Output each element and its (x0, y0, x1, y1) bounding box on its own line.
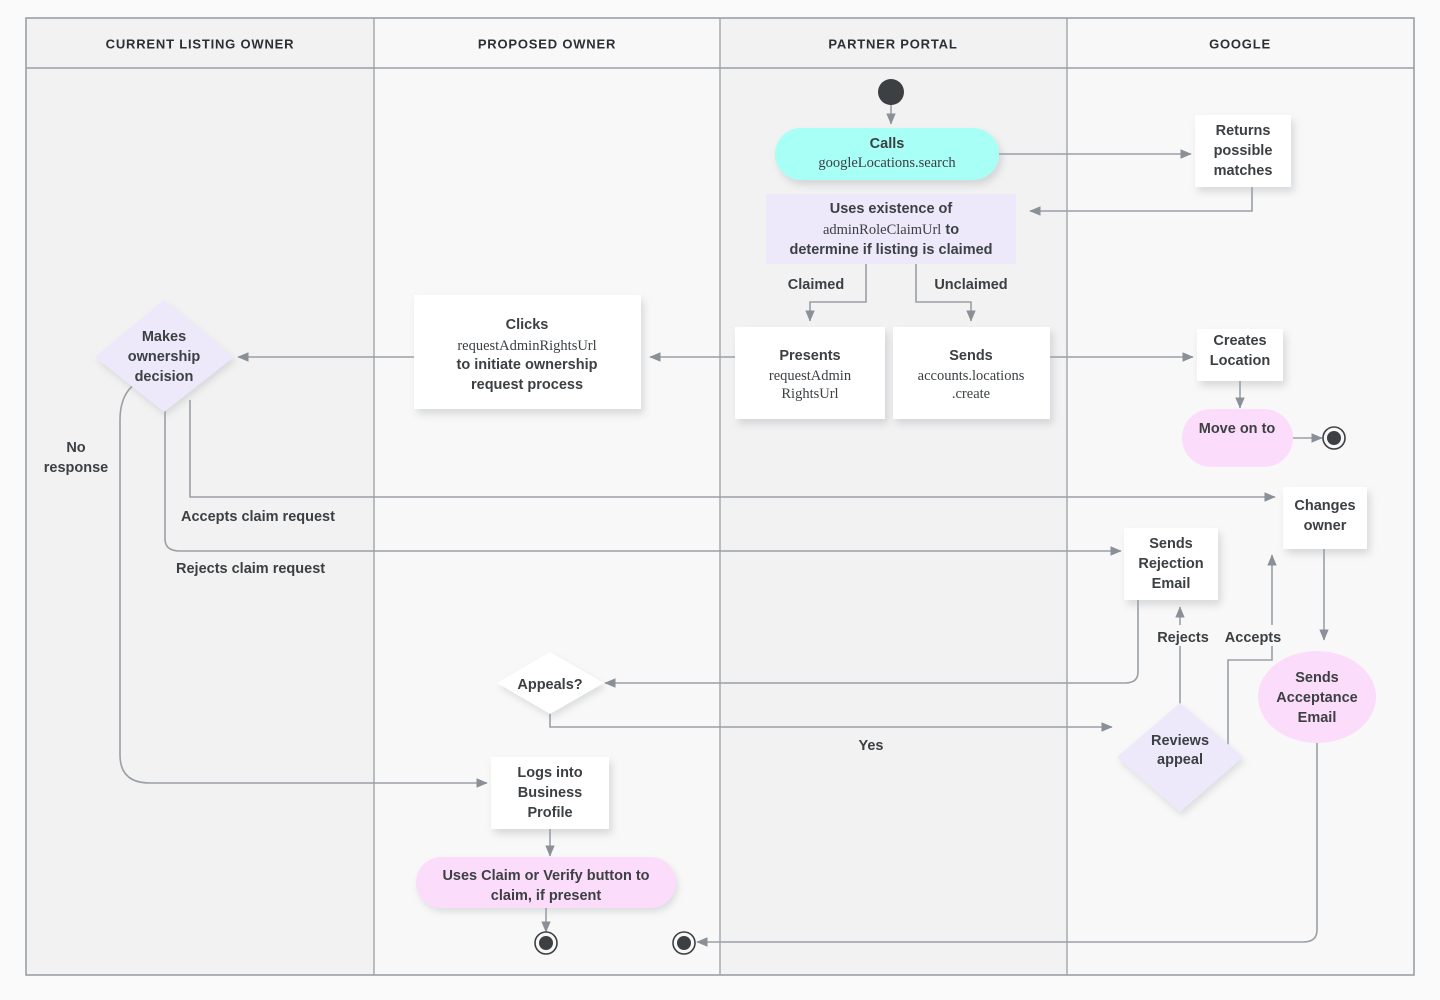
node-label-sends-create-line1: Sends (949, 348, 993, 364)
edge-appeals-yes-to-reviews (549, 712, 1113, 732)
end-node-core (677, 936, 691, 950)
node-label-creates-location-line1: Creates (1213, 333, 1266, 349)
node-label-returns-line2: possible (1214, 143, 1273, 159)
node-label-acceptance-line3: Email (1298, 710, 1337, 726)
node-label-creates-location-line2: Location (1210, 353, 1270, 369)
node-label-presents-line3: RightsUrl (781, 386, 838, 402)
node-label-sends-create-line2: accounts.locations (918, 368, 1025, 384)
edge-returns-to-uses-existence (1029, 186, 1253, 216)
edge-label-accepts: Accepts (1225, 630, 1281, 646)
edge-label-unclaimed: Unclaimed (934, 277, 1007, 293)
node-label-uses-existence-line3: determine if listing is claimed (789, 242, 992, 258)
end-node-ring (534, 931, 558, 955)
node-label-uses-existence-line1: Uses existence of (830, 201, 953, 217)
edge-label-yes: Yes (859, 738, 884, 754)
node-label-calls-line1: Calls (870, 136, 905, 152)
node-label-decision-line2: ownership (128, 349, 201, 365)
node-label-move-on-to: Move on to (1199, 421, 1276, 437)
node-label-clicks-line1: Clicks (506, 317, 549, 333)
node-label-appeals: Appeals? (517, 677, 582, 693)
node-changes-owner (1283, 487, 1367, 549)
node-returns-possible-matches (1195, 115, 1291, 187)
node-label-rejection-line3: Email (1152, 576, 1191, 592)
node-sends-acceptance-email (1258, 651, 1376, 743)
edge-label-rejects: Rejects (1157, 630, 1209, 646)
flow-connectors (119, 104, 1329, 947)
node-clicks-request-admin-rights-url (414, 295, 641, 409)
edge-label-group: Claimed Unclaimed No response Accepts cl… (44, 273, 1288, 754)
node-label-returns-line3: matches (1214, 163, 1273, 179)
node-logs-into-business-profile (491, 757, 609, 829)
node-label-clicks-line2: requestAdminRightsUrl (457, 338, 596, 354)
edge-uses-existence-unclaimed (915, 264, 976, 322)
node-creates-location (1197, 329, 1283, 381)
lane-title-google: GOOGLE (1209, 36, 1271, 51)
node-move-on-to (1182, 409, 1293, 467)
node-uses-existence-admin-role-claim-url (766, 194, 1016, 264)
node-start (878, 79, 904, 105)
node-label-reviews-line2: appeal (1157, 752, 1203, 768)
node-label-logs-line2: Business (518, 785, 582, 801)
end-node-core (539, 936, 553, 950)
edge-label-no-response-line2: response (44, 460, 108, 476)
edge-rejects-claim-to-rejection-email (164, 400, 1122, 556)
edge-label-no-response-line1: No (66, 440, 85, 456)
lane-title-proposed-owner: PROPOSED OWNER (478, 36, 616, 51)
edge-uses-existence-claimed (805, 264, 867, 322)
end-node-ring (672, 931, 696, 955)
node-sends-rejection-email (1124, 528, 1218, 600)
node-label-rejection-line2: Rejection (1138, 556, 1203, 572)
node-label-uses-claim-line1: Uses Claim or Verify button to (442, 868, 649, 884)
node-label-uses-existence-line2: adminRoleClaimUrl to (823, 222, 959, 238)
node-label-sends-create-line3: .create (952, 386, 990, 402)
node-label-logs-line3: Profile (527, 805, 572, 821)
node-label-decision-line1: Makes (142, 329, 186, 345)
node-reviews-appeal (1117, 703, 1243, 812)
node-label-logs-line1: Logs into (517, 765, 582, 781)
node-label-decision-line3: decision (135, 369, 194, 385)
node-label-uses-claim-line2: claim, if present (491, 888, 602, 904)
node-label-presents-line2: requestAdmin (769, 368, 852, 384)
lane-title-partner-portal: PARTNER PORTAL (828, 36, 957, 51)
node-label-acceptance-line1: Sends (1295, 670, 1339, 686)
edge-label-rejects-claim-request: Rejects claim request (176, 561, 325, 577)
edge-label-claimed: Claimed (788, 277, 844, 293)
edge-label-accepts-claim-request: Accepts claim request (181, 509, 335, 525)
node-uses-claim-or-verify-button (416, 857, 676, 908)
node-label-returns-line1: Returns (1216, 123, 1271, 139)
node-end-google (1322, 426, 1346, 450)
node-label-changes-owner-line2: owner (1304, 518, 1347, 534)
end-node-core (1327, 431, 1341, 445)
node-label-acceptance-line2: Acceptance (1276, 690, 1357, 706)
node-sends-accounts-locations-create (893, 327, 1050, 419)
node-makes-ownership-decision (95, 300, 234, 412)
node-label-rejection-line1: Sends (1149, 536, 1193, 552)
node-end-partner-portal (672, 931, 696, 955)
end-node-ring (1322, 426, 1346, 450)
edge-rejection-email-to-appeals (604, 600, 1139, 688)
edge-accepts-claim-to-changes-owner (189, 400, 1276, 502)
node-presents-request-admin-rights-url (735, 327, 885, 419)
node-label-changes-owner-line1: Changes (1294, 498, 1355, 514)
lane-title-current-listing-owner: CURRENT LISTING OWNER (106, 36, 295, 51)
node-label-calls-line2: googleLocations.search (818, 155, 956, 171)
node-label-clicks-line4: request process (471, 377, 583, 393)
edge-no-response-to-logs-into-bp (119, 380, 488, 788)
node-appeals (497, 652, 604, 714)
node-label-reviews-line1: Reviews (1151, 733, 1209, 749)
node-calls-google-locations-search (775, 128, 999, 180)
start-node-icon (878, 79, 904, 105)
node-end-proposed-owner (534, 931, 558, 955)
edge-acceptance-email-to-end-partner-portal (696, 733, 1318, 947)
node-label-presents-line1: Presents (779, 348, 840, 364)
node-label-clicks-line3: to initiate ownership (457, 357, 598, 373)
